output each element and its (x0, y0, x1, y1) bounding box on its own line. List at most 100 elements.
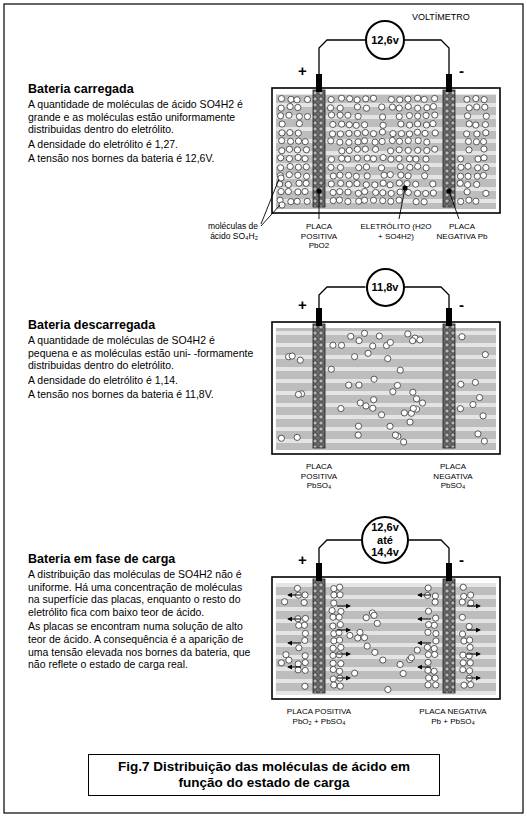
acid-molecule (302, 637, 308, 643)
diffusion-arrow (467, 654, 480, 655)
voltage-reading: 12,6v (371, 34, 399, 47)
acid-molecule (356, 382, 362, 388)
battery (272, 563, 500, 699)
acid-molecule (279, 148, 285, 154)
acid-molecule (304, 114, 310, 120)
acid-molecule (431, 95, 437, 101)
acid-molecule (470, 401, 476, 407)
acid-molecule (279, 130, 285, 136)
diffusion-arrow (418, 643, 431, 644)
acid-molecule (354, 130, 360, 136)
acid-molecule (337, 683, 343, 689)
acid-molecule (354, 180, 360, 186)
acid-molecule (466, 623, 472, 629)
acid-molecule (295, 391, 301, 397)
acid-molecule (468, 592, 474, 598)
acid-molecule (354, 97, 360, 103)
acid-molecule (464, 182, 470, 188)
acid-molecule (425, 629, 431, 635)
acid-molecule (467, 660, 473, 666)
acid-molecule (331, 600, 337, 606)
acid-molecule (409, 338, 415, 344)
acid-molecule (304, 96, 310, 102)
acid-molecule (345, 112, 351, 118)
acid-molecule (328, 164, 334, 170)
voltmeter-wire (319, 287, 366, 308)
diffusion-arrow (418, 595, 431, 596)
acid-molecule (331, 592, 337, 598)
acid-molecule (405, 96, 411, 102)
acid-molecule (330, 342, 336, 348)
acid-molecule (392, 432, 398, 438)
acid-molecule (468, 682, 474, 688)
acid-molecule (426, 675, 432, 681)
acid-molecule (303, 173, 309, 179)
acid-molecule (296, 120, 302, 126)
acid-molecule (432, 146, 438, 152)
acid-molecule (286, 172, 292, 178)
acid-molecule (372, 649, 378, 655)
acid-molecule (397, 97, 403, 103)
acid-molecule (354, 155, 360, 161)
acid-molecule (336, 637, 342, 643)
acid-molecule (389, 104, 395, 110)
acid-molecule (401, 439, 407, 445)
acid-molecule (288, 96, 294, 102)
acid-molecule (278, 105, 284, 111)
acid-molecule (295, 189, 301, 195)
text-column: Bateria descarregadaA quantidade de molé… (28, 318, 256, 403)
acid-molecule (337, 172, 343, 178)
description-text: As placas se encontram numa solução de a… (28, 620, 256, 670)
acid-molecule (278, 155, 284, 161)
acid-molecule (339, 148, 345, 154)
acid-molecule (302, 630, 308, 636)
acid-molecule (410, 405, 416, 411)
acid-molecule (405, 147, 411, 153)
acid-molecule (294, 198, 300, 204)
negative-plate (443, 324, 455, 448)
acid-molecule (459, 599, 465, 605)
diffusion-arrow (288, 667, 301, 668)
acid-molecule (423, 122, 429, 128)
acid-molecule (394, 382, 400, 388)
acid-molecule (390, 131, 396, 137)
acid-molecule (278, 188, 284, 194)
acid-molecule (464, 113, 470, 119)
acid-molecule (461, 638, 467, 644)
acid-molecule (380, 190, 386, 196)
acid-molecule (364, 643, 370, 649)
acid-molecule (356, 198, 362, 204)
leader-dot (402, 185, 407, 190)
acid-molecule (426, 621, 432, 627)
acid-molecule (345, 172, 351, 178)
acid-molecule (461, 682, 467, 688)
acid-molecule (346, 139, 352, 145)
diffusion-arrow (288, 595, 301, 596)
acid-molecule (338, 180, 344, 186)
acid-molecule (296, 645, 302, 651)
acid-molecule (407, 419, 413, 425)
acid-molecule (337, 189, 343, 195)
acid-molecule (474, 131, 480, 137)
terminal-sign: + (298, 62, 312, 80)
acid-molecule (421, 199, 427, 205)
acid-molecule (371, 397, 377, 403)
acid-molecule (338, 95, 344, 101)
acid-molecule (480, 413, 486, 419)
acid-molecule (482, 122, 488, 128)
acid-molecule (328, 366, 334, 372)
acid-molecule (380, 154, 386, 160)
acid-molecule (304, 198, 310, 204)
voltmeter-wire (319, 540, 361, 563)
acid-molecule (354, 104, 360, 110)
acid-molecule (380, 180, 386, 186)
acid-molecule (283, 652, 289, 658)
acid-molecule (398, 130, 404, 136)
acid-molecule (421, 96, 427, 102)
acid-molecule (285, 188, 291, 194)
diffusion-arrow (467, 678, 480, 679)
acid-molecule (472, 379, 478, 385)
leader-line (319, 191, 320, 219)
terminal-sign: + (298, 551, 312, 569)
acid-molecule (337, 131, 343, 137)
